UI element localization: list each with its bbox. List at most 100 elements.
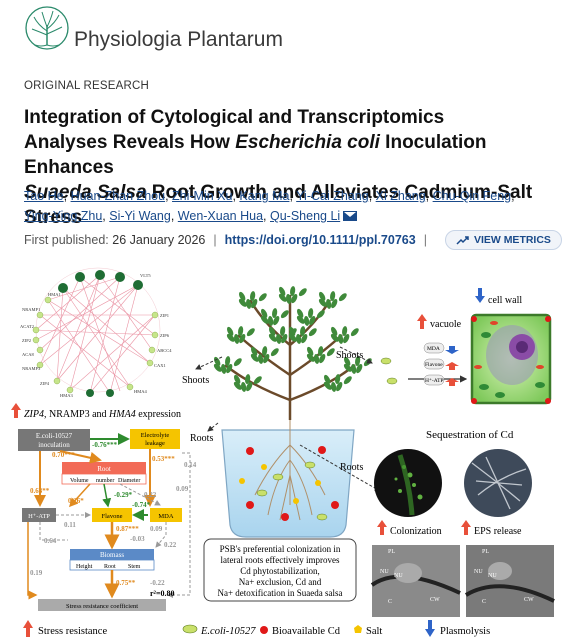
svg-text:Volume: Volume [70,478,89,484]
gene-label: ACAT2 [20,324,34,329]
tree-logo-icon [25,6,69,50]
svg-text:PL: PL [388,549,395,555]
author-link[interactable]: Huan-Zhan Zhou [70,189,166,203]
node-biomass [70,549,154,560]
salt-icon [354,625,362,633]
gene-label: NRAMP1 [22,307,40,312]
author-link[interactable]: Zhi-Min Xu [172,189,233,203]
article-title: Integration of Cytological and Transcrip… [24,107,533,228]
path-model: E.coli-10527 inoculation Electrolyte lea… [18,429,197,611]
email-icon[interactable] [343,211,358,221]
summary-line: Na+ exclusion, Cd and [239,577,322,587]
author-link[interactable]: Kang Ma [239,189,290,203]
expression-label: ZIP4, NRAMP3 and HMA4 expression [11,403,181,420]
trend-up-icon [456,235,469,245]
svg-text:CW: CW [524,597,534,603]
node-stress [38,599,166,611]
plant-cell: cell wall vacuole MDA Flavone H⁺-ATP [380,288,552,405]
svg-text:NU: NU [488,573,497,579]
svg-text:Flavone: Flavone [102,513,123,520]
svg-text:NU: NU [474,569,483,575]
path-coefficient: 0.09 [176,485,189,493]
path-coefficient: -0.29* [114,491,133,499]
svg-text:Plasmolysis: Plasmolysis [440,626,490,637]
author-link[interactable]: Qu-Sheng Li [270,209,341,223]
path-coefficient: 0.09 [150,525,163,533]
journal-name: Physiologia Plantarum [74,28,283,51]
svg-text:E.coli-10527: E.coli-10527 [36,432,73,440]
gene-label: ACA8 [22,352,35,357]
svg-text:vacuole: vacuole [430,319,462,330]
path-coefficient: 0.64 [44,537,57,545]
svg-text:Diameter: Diameter [118,478,140,484]
publication-info: First published: 26 January 2026 | https… [24,230,562,250]
node-mda [150,508,182,522]
node-ecoli [18,429,90,451]
gene-label: ABCC4 [157,348,172,353]
svg-text:inoculation: inoculation [38,441,70,449]
path-coefficient: 0.63** [30,487,50,495]
gene-label: ZIP2 [22,338,31,343]
svg-text:CW: CW [430,597,440,603]
svg-text:Flavone: Flavone [425,362,443,368]
svg-text:NU: NU [394,573,403,579]
path-coefficient: 0.19 [30,569,43,577]
path-coefficient: -0.74* [132,501,151,509]
cd-dot-icon [260,626,268,634]
node-hatp [22,508,56,522]
svg-text:Stem: Stem [128,564,141,570]
svg-text:MDA: MDA [427,346,440,352]
journal-logo[interactable]: Physiologia Plantarum [24,4,283,52]
view-metrics-button[interactable]: VIEW METRICS [444,230,562,250]
first-published-date: 26 January 2026 [112,233,206,247]
arrow-up-icon [417,314,427,329]
gene-label: NRAMP3 [22,366,41,371]
first-published-label: First published: [24,233,109,247]
svg-text:C: C [388,599,392,605]
author-link[interactable]: Wen-Xuan Hua [177,209,264,223]
arrow-up-icon [377,520,387,535]
svg-text:Sequestration of Cd: Sequestration of Cd [426,429,514,441]
svg-text:ZIP4, NRAMP3 and HMA4 expressi: ZIP4, NRAMP3 and HMA4 expression [24,409,181,420]
shoots-label-left: Shoots [182,375,209,386]
shoots-label-right: Shoots [336,350,363,361]
path-coefficient: 0.87*** [116,525,139,533]
graphical-abstract: HMA1NRAMP1ACAT2ZIP2ACA8NRAMP3ZIP4HMA3HMA… [11,267,555,637]
gene-label: HMA3 [60,393,74,398]
author-link[interactable]: Tao He [24,189,64,203]
path-coefficient: 0.26* [68,497,84,505]
path-coefficient: -0.76*** [92,441,118,449]
author-link[interactable]: Si-Yi Wang [109,209,171,223]
path-coefficient: 0.53*** [152,455,175,463]
svg-text:NU: NU [380,569,389,575]
author-link[interactable]: Ying-Ying Zhu [24,209,103,223]
summary-line: Cd phytostabilization, [240,566,320,576]
summary-box: PSB's preferential colonization inlatera… [203,538,357,602]
author-link[interactable]: Chu-Qin Feng [432,189,512,203]
author-link[interactable]: Yi-Cai Zhang [296,189,369,203]
svg-text:Root: Root [97,465,111,473]
svg-text:Salt: Salt [366,626,382,637]
arrow-down-icon [475,288,485,303]
gene-network: HMA1NRAMP1ACAT2ZIP2ACA8NRAMP3ZIP4HMA3HMA… [20,267,172,398]
arrow-up-icon [11,403,21,418]
doi-link[interactable]: https://doi.org/10.1111/ppl.70763 [224,233,416,247]
svg-text:EPS release: EPS release [474,526,522,537]
node-electrolyte [130,429,180,449]
svg-text:Stress resistance coefficient: Stress resistance coefficient [66,603,138,610]
author-list: Tao He, Huan-Zhan Zhou, Zhi-Min Xu, Kang… [24,189,515,223]
author-link[interactable]: Xi Zhang [375,189,426,203]
svg-text:r²=0.80: r²=0.80 [150,589,175,598]
svg-text:PL: PL [482,549,489,555]
path-coefficient: -0.22 [150,579,165,587]
svg-text:number: number [96,478,114,484]
svg-text:cell wall: cell wall [488,295,522,306]
svg-text:Electrolyte: Electrolyte [141,432,170,439]
svg-text:Bioavailable Cd: Bioavailable Cd [272,626,341,637]
path-coefficient: 0.75** [116,579,136,587]
gene-label: CAX1 [154,363,166,368]
summary-line: PSB's preferential colonization in [220,544,341,554]
path-coefficient: 0.22 [164,541,177,549]
path-coefficient: -0.03 [130,535,145,543]
roots-label-left: Roots [190,433,213,444]
